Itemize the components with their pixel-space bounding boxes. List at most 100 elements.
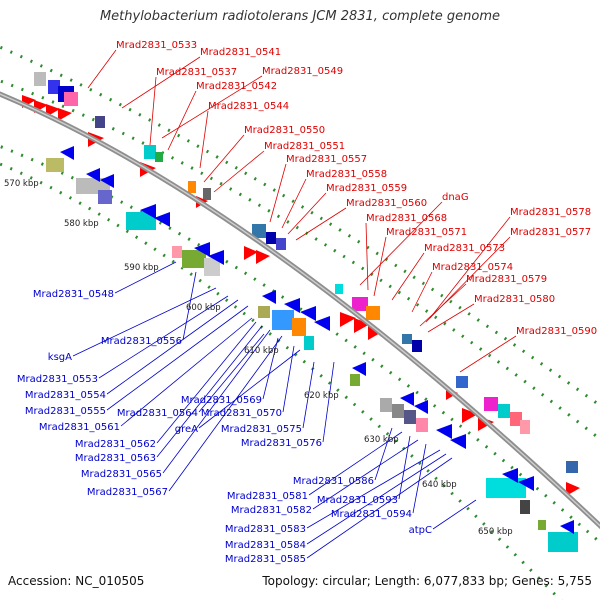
leader-line bbox=[306, 457, 453, 559]
gene-arrow bbox=[502, 468, 518, 483]
gene-label[interactable]: ksgA bbox=[48, 352, 72, 363]
gene-label[interactable]: Mrad2831_0576 bbox=[241, 438, 322, 449]
gene-block bbox=[566, 461, 578, 473]
gene-block bbox=[188, 181, 196, 193]
gene-label[interactable]: Mrad2831_0549 bbox=[262, 66, 343, 77]
leader-line bbox=[182, 271, 197, 341]
leader-line bbox=[391, 252, 425, 301]
gene-block bbox=[34, 72, 46, 86]
gene-arrow bbox=[244, 246, 258, 260]
gene-label[interactable]: Mrad2831_0550 bbox=[244, 125, 325, 136]
gene-block bbox=[404, 410, 416, 424]
gene-block bbox=[126, 212, 156, 230]
gene-block bbox=[486, 478, 526, 498]
gene-label[interactable]: Mrad2831_0551 bbox=[264, 141, 345, 152]
gene-label[interactable]: Mrad2831_0564 bbox=[117, 408, 198, 419]
gene-label[interactable]: Mrad2831_0562 bbox=[75, 439, 156, 450]
gene-label[interactable]: Mrad2831_0582 bbox=[231, 505, 312, 516]
leader-line bbox=[72, 287, 217, 357]
gene-label[interactable]: Mrad2831_0568 bbox=[366, 213, 447, 224]
gene-block bbox=[172, 246, 182, 258]
gene-label[interactable]: Mrad2831_0570 bbox=[201, 408, 282, 419]
gene-label[interactable]: Mrad2831_0541 bbox=[200, 47, 281, 58]
gene-block bbox=[456, 376, 468, 388]
gene-arrow bbox=[450, 434, 466, 449]
gene-label[interactable]: Mrad2831_0583 bbox=[225, 524, 306, 535]
gene-arrow bbox=[518, 476, 534, 491]
gene-label[interactable]: Mrad2831_0578 bbox=[510, 207, 591, 218]
gene-label[interactable]: Mrad2831_0557 bbox=[286, 154, 367, 165]
gene-label[interactable]: Mrad2831_0544 bbox=[208, 101, 289, 112]
gene-block bbox=[412, 340, 422, 352]
gene-label[interactable]: Mrad2831_0586 bbox=[293, 476, 374, 487]
leader-line bbox=[302, 361, 315, 429]
gene-label[interactable]: Mrad2831_0561 bbox=[39, 422, 120, 433]
leader-line bbox=[373, 236, 387, 297]
leader-line bbox=[106, 305, 249, 411]
gene-label[interactable]: Mrad2831_0579 bbox=[466, 274, 547, 285]
gene-block bbox=[203, 188, 211, 200]
gene-label[interactable]: Mrad2831_0542 bbox=[196, 81, 277, 92]
gene-label[interactable]: Mrad2831_0558 bbox=[306, 169, 387, 180]
gene-arrow bbox=[436, 424, 452, 439]
gene-arrow bbox=[560, 520, 574, 534]
gene-label[interactable]: Mrad2831_0577 bbox=[510, 227, 591, 238]
gene-label[interactable]: Mrad2831_0553 bbox=[17, 374, 98, 385]
gene-arrow bbox=[256, 250, 270, 264]
kbp-tick-label: 630 kbp bbox=[364, 435, 399, 445]
gene-label[interactable]: Mrad2831_0594 bbox=[331, 509, 412, 520]
gene-block bbox=[498, 404, 510, 418]
gene-label[interactable]: Mrad2831_0554 bbox=[25, 390, 106, 401]
gene-label[interactable]: Mrad2831_0580 bbox=[474, 294, 555, 305]
gene-label[interactable]: Mrad2831_0555 bbox=[25, 406, 106, 417]
leader-line bbox=[203, 134, 245, 183]
leader-line bbox=[295, 207, 347, 241]
gene-label[interactable]: Mrad2831_0556 bbox=[101, 336, 182, 347]
gene-label[interactable]: Mrad2831_0574 bbox=[432, 262, 513, 273]
gene-block bbox=[182, 250, 206, 268]
gene-label[interactable]: Mrad2831_0548 bbox=[33, 289, 114, 300]
gene-label[interactable]: Mrad2831_0593 bbox=[317, 495, 398, 506]
gene-block bbox=[402, 334, 412, 344]
kbp-tick-label: 570 kbp bbox=[4, 179, 39, 189]
leader-line bbox=[374, 427, 393, 481]
gene-block bbox=[144, 145, 156, 159]
gene-label[interactable]: dnaG bbox=[442, 192, 469, 203]
gene-label[interactable]: atpC bbox=[409, 525, 432, 536]
gene-block bbox=[484, 397, 498, 411]
gene-label[interactable]: Mrad2831_0533 bbox=[116, 40, 197, 51]
gene-label[interactable]: Mrad2831_0571 bbox=[386, 227, 467, 238]
leader-line bbox=[419, 283, 467, 327]
forward-leader-lines bbox=[87, 49, 517, 373]
gene-block bbox=[350, 374, 360, 386]
gene-arrow bbox=[368, 326, 382, 340]
leader-line bbox=[199, 110, 209, 169]
leader-line bbox=[198, 349, 301, 429]
gene-label[interactable]: Mrad2831_0569 bbox=[181, 395, 262, 406]
gene-label[interactable]: Mrad2831_0573 bbox=[424, 243, 505, 254]
gene-block bbox=[48, 80, 60, 94]
gene-label[interactable]: Mrad2831_0567 bbox=[87, 487, 168, 498]
gene-label[interactable]: Mrad2831_0563 bbox=[75, 453, 156, 464]
gene-label[interactable]: Mrad2831_0585 bbox=[225, 554, 306, 565]
gene-label[interactable]: Mrad2831_0575 bbox=[221, 424, 302, 435]
gene-label[interactable]: Mrad2831_0581 bbox=[227, 491, 308, 502]
gene-arrow bbox=[154, 212, 170, 227]
leader-line bbox=[121, 56, 201, 109]
leader-line bbox=[411, 271, 433, 313]
gene-label[interactable]: greA bbox=[175, 424, 198, 435]
leader-line bbox=[312, 439, 419, 510]
gene-block bbox=[266, 232, 276, 244]
gene-label[interactable]: Mrad2831_0537 bbox=[156, 67, 237, 78]
gene-label[interactable]: Mrad2831_0565 bbox=[81, 469, 162, 480]
gene-block bbox=[292, 318, 306, 336]
leader-line bbox=[306, 453, 447, 545]
gene-arrow bbox=[100, 174, 114, 188]
gene-label[interactable]: Mrad2831_0560 bbox=[346, 198, 427, 209]
gene-label[interactable]: Mrad2831_0584 bbox=[225, 540, 306, 551]
reverse-leader-lines bbox=[72, 261, 477, 559]
gene-block bbox=[258, 306, 270, 318]
gene-label[interactable]: Mrad2831_0590 bbox=[516, 326, 597, 337]
gene-label[interactable]: Mrad2831_0559 bbox=[326, 183, 407, 194]
